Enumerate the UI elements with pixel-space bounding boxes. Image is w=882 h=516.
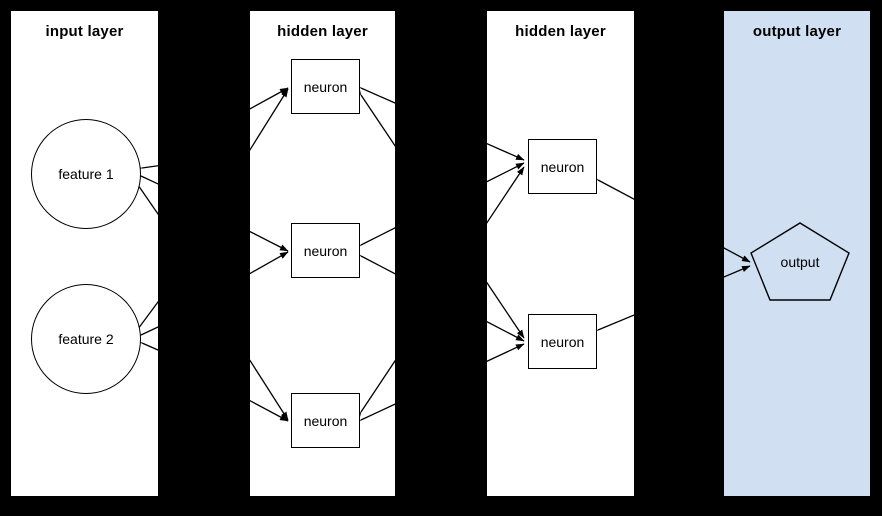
node-label-feature-2: feature 2 bbox=[58, 331, 114, 347]
node-h1-neuron-2[interactable]: neuron bbox=[291, 223, 360, 278]
node-label-output: output bbox=[780, 254, 820, 270]
node-feature-2[interactable]: feature 2 bbox=[31, 284, 141, 394]
layer-panel-hidden-2[interactable]: hidden layer bbox=[487, 11, 634, 496]
node-h2-neuron-2[interactable]: neuron bbox=[528, 314, 597, 369]
node-h2-neuron-1[interactable]: neuron bbox=[528, 139, 597, 194]
node-h1-neuron-1[interactable]: neuron bbox=[291, 59, 360, 114]
node-label-feature-1: feature 1 bbox=[58, 166, 114, 182]
node-label-h1-neuron-1: neuron bbox=[303, 78, 348, 95]
node-label-h1-neuron-3: neuron bbox=[303, 412, 348, 429]
layer-panel-input[interactable]: input layer bbox=[11, 11, 158, 496]
node-output[interactable]: output bbox=[750, 222, 850, 302]
layer-title-hidden-1: hidden layer bbox=[277, 23, 368, 40]
node-h1-neuron-3[interactable]: neuron bbox=[291, 393, 360, 448]
layer-title-output: output layer bbox=[752, 23, 842, 40]
node-label-h1-neuron-2: neuron bbox=[303, 242, 348, 259]
pentagon-shape bbox=[750, 222, 850, 301]
node-label-h2-neuron-1: neuron bbox=[540, 158, 585, 175]
layer-title-hidden-2: hidden layer bbox=[515, 23, 606, 40]
node-label-h2-neuron-2: neuron bbox=[540, 333, 585, 350]
layer-title-input: input layer bbox=[45, 23, 124, 40]
node-feature-1[interactable]: feature 1 bbox=[31, 119, 141, 229]
